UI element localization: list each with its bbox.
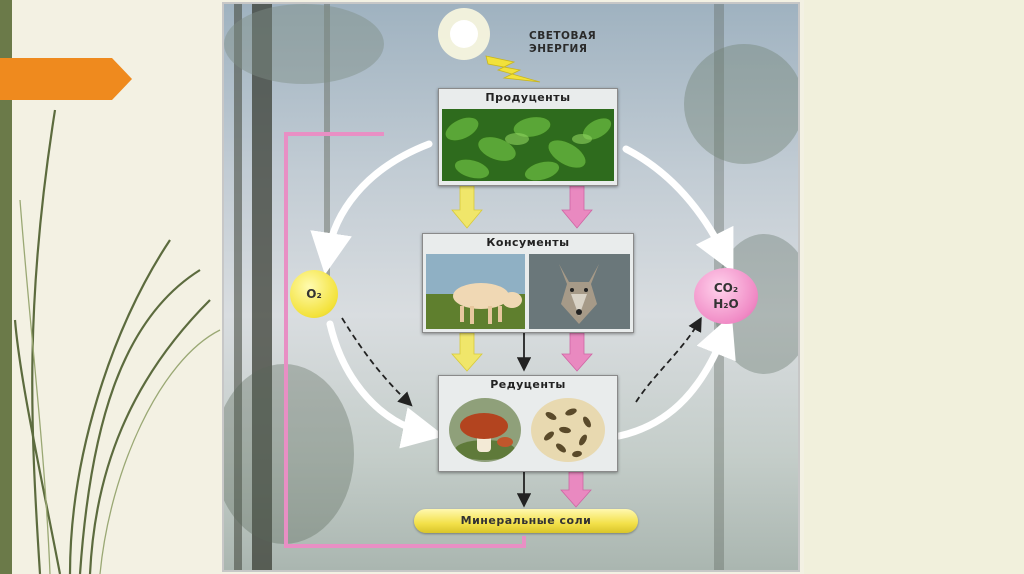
minerals-label: Минеральные соли <box>414 509 638 533</box>
orange-tab <box>0 58 132 100</box>
producers-box: Продуценты <box>438 88 618 186</box>
reducers-title: Редуценты <box>490 378 566 391</box>
lamb-image <box>426 254 525 329</box>
oxygen-bubble: O₂ <box>290 270 338 318</box>
ecosystem-diagram: СВЕТОВАЯ ЭНЕРГИЯ Продуценты <box>222 2 800 572</box>
mushroom-image <box>449 398 521 462</box>
water-label: H₂O <box>713 297 739 311</box>
bacteria-image <box>531 398 605 462</box>
sun-icon <box>438 8 490 60</box>
light-energy-label: СВЕТОВАЯ ЭНЕРГИЯ <box>529 30 597 55</box>
leaves-image <box>442 109 614 181</box>
grass-decoration <box>13 109 221 574</box>
producers-title: Продуценты <box>485 91 571 104</box>
lightning-icon <box>485 55 541 83</box>
co2-label: CO₂ <box>713 281 739 295</box>
consumers-box: Консументы <box>422 233 634 333</box>
consumers-title: Консументы <box>486 236 570 249</box>
right-panel <box>804 0 1024 574</box>
left-stripe <box>0 0 12 574</box>
reducers-box: Редуценты <box>438 375 618 472</box>
wolf-image <box>529 254 630 329</box>
co2-water-bubble: CO₂ H₂O <box>694 268 758 324</box>
